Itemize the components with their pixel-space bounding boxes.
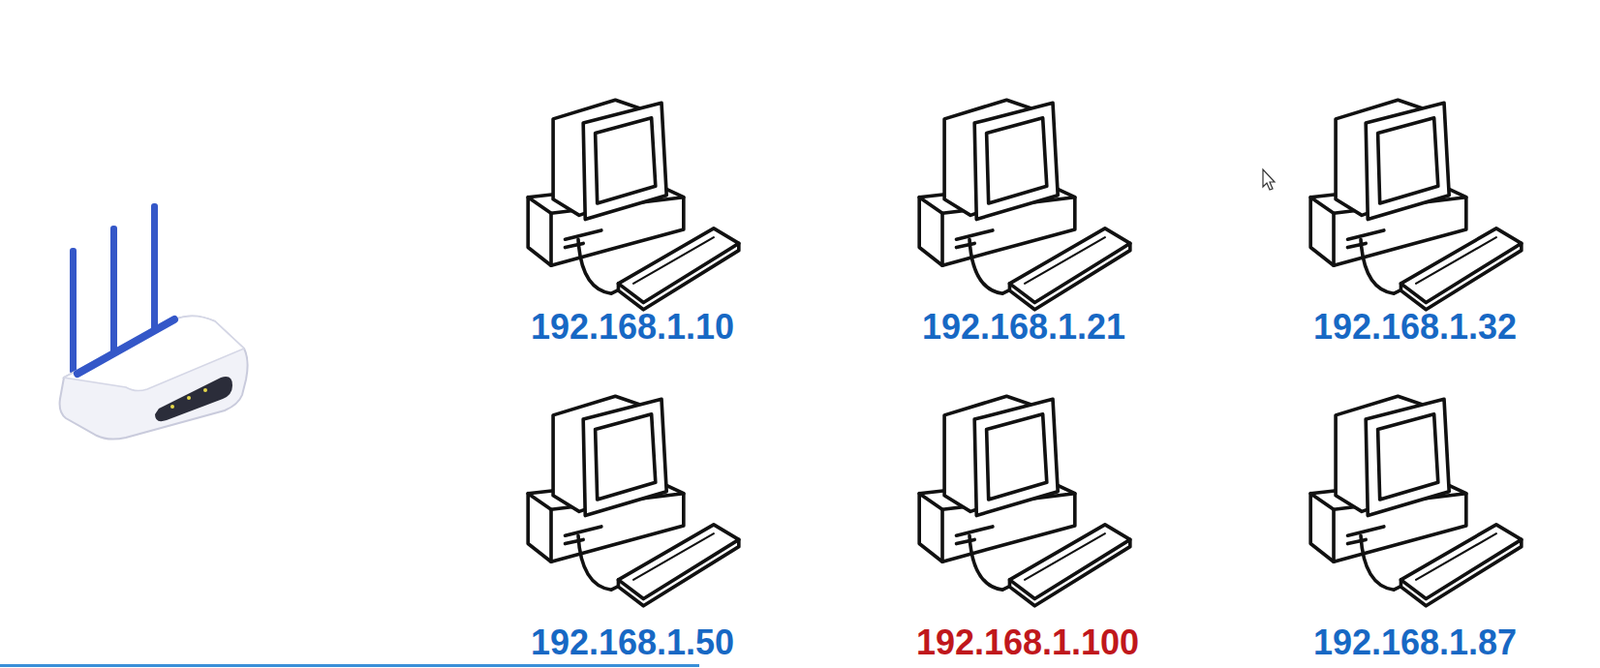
ip-address: 192.168.1.32	[1313, 309, 1517, 345]
progress-bar	[0, 664, 700, 668]
router-icon	[60, 203, 248, 440]
ip-address: 192.168.1.100	[916, 625, 1139, 661]
mouse-cursor	[1262, 169, 1275, 190]
ip-address: 192.168.1.50	[530, 625, 735, 661]
ip-address: 192.168.1.10	[530, 309, 735, 345]
ip-address: 192.168.1.21	[922, 309, 1126, 345]
ip-address: 192.168.1.87	[1313, 625, 1517, 661]
computer-icons	[527, 99, 1522, 607]
